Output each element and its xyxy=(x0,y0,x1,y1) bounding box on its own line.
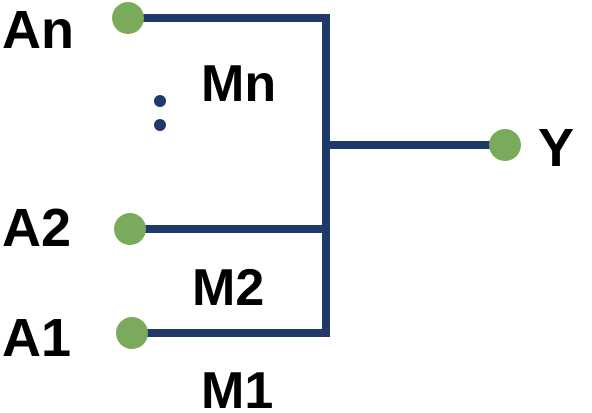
edge-label-m1: M1 xyxy=(201,362,273,413)
terminal-a2 xyxy=(114,213,146,245)
edge-label-m2: M2 xyxy=(192,259,264,317)
input-label-a2: A2 xyxy=(2,198,71,258)
wire-an xyxy=(124,14,330,149)
terminal-y xyxy=(489,129,521,161)
output-label-y: Y xyxy=(538,118,574,178)
terminal-an xyxy=(112,2,144,34)
wire-a1 xyxy=(124,141,330,337)
ellipsis-dot-bottom xyxy=(154,119,166,131)
ellipsis-dot-top xyxy=(154,95,166,107)
terminal-a1 xyxy=(116,317,148,349)
input-label-an: An xyxy=(2,0,74,60)
edge-label-mn: Mn xyxy=(201,55,276,113)
input-label-a1: A1 xyxy=(2,308,71,368)
